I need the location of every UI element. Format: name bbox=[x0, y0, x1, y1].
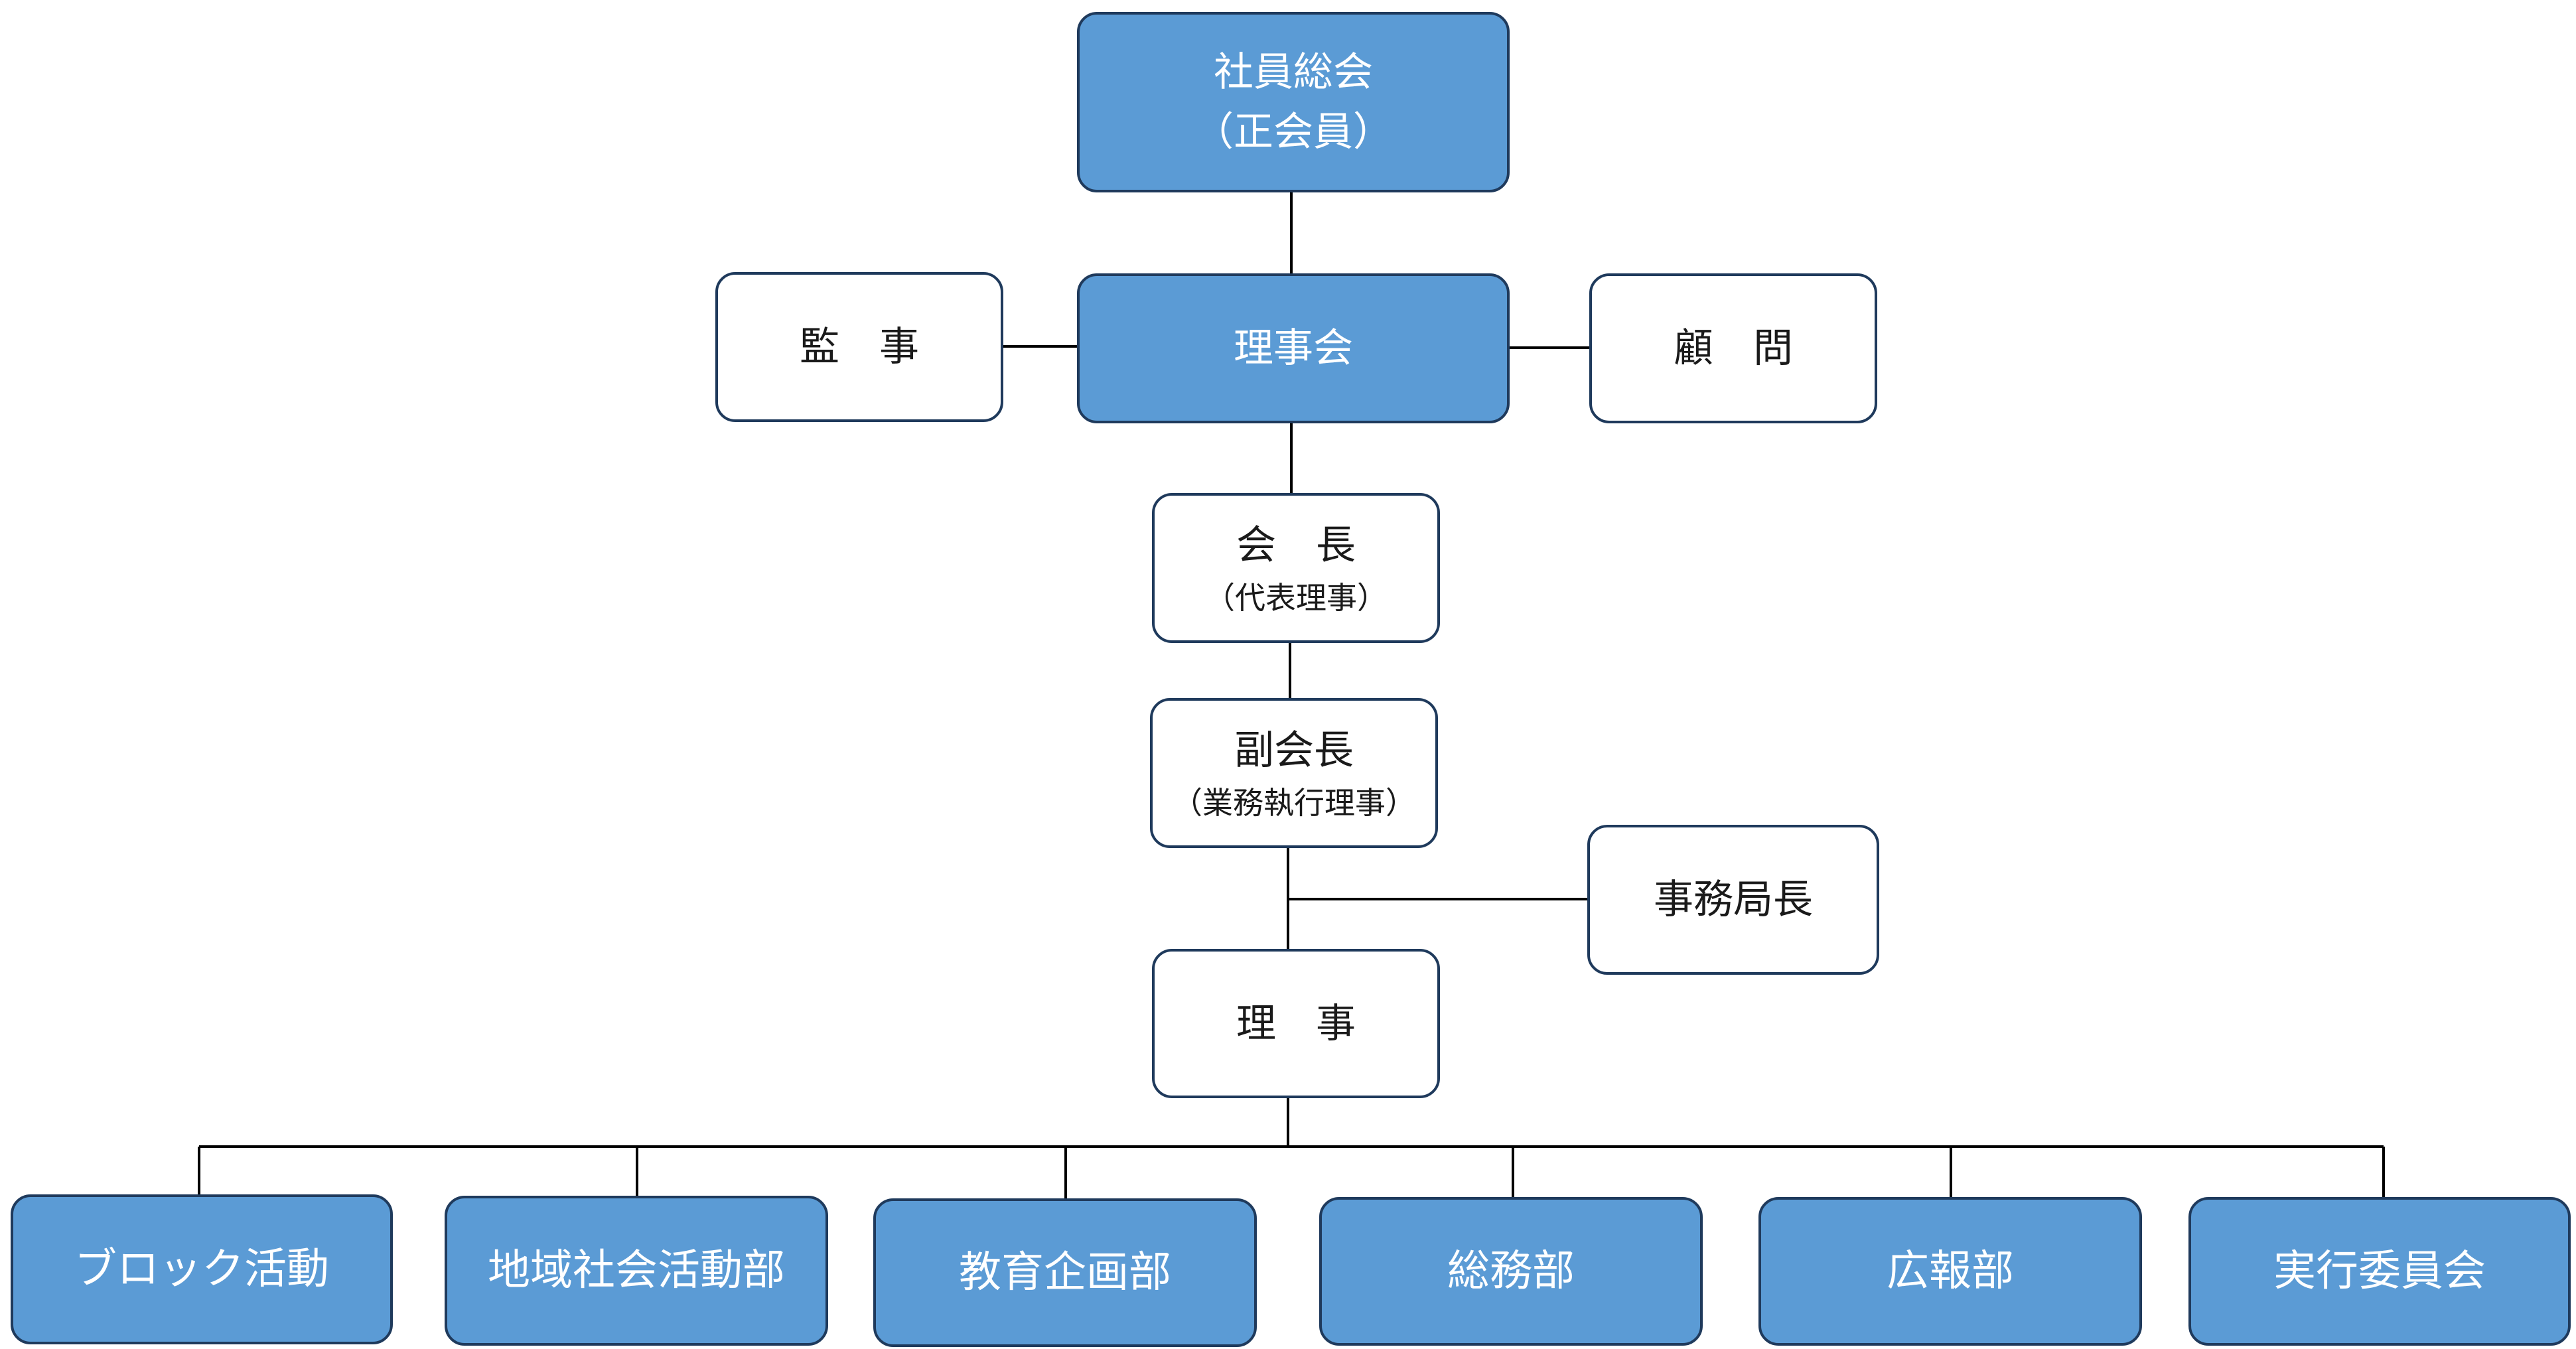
dept-label: 総務部 bbox=[1447, 1247, 1575, 1296]
general-meeting-title: 社員総会 bbox=[1214, 49, 1373, 96]
vice-president-subtitle: （業務執行理事） bbox=[1172, 784, 1416, 821]
dept-block-activities: ブロック活動 bbox=[11, 1194, 393, 1344]
president-title: 会 長 bbox=[1236, 522, 1356, 569]
dept-label: 教育企画部 bbox=[959, 1248, 1171, 1297]
general-meeting-box: 社員総会 （正会員） bbox=[1077, 12, 1510, 192]
general-meeting-subtitle: （正会員） bbox=[1194, 109, 1393, 155]
president-subtitle: （代表理事） bbox=[1204, 579, 1388, 616]
president-box: 会 長 （代表理事） bbox=[1152, 493, 1440, 643]
dept-label: ブロック活動 bbox=[74, 1245, 329, 1294]
directors-box: 理 事 bbox=[1152, 949, 1440, 1098]
vice-president-title: 副会長 bbox=[1234, 727, 1354, 774]
advisor-box: 顧 問 bbox=[1589, 273, 1877, 423]
auditor-label: 監 事 bbox=[800, 324, 919, 370]
vice-president-box: 副会長 （業務執行理事） bbox=[1150, 698, 1438, 848]
secretary-general-label: 事務局長 bbox=[1654, 877, 1813, 923]
secretary-general-box: 事務局長 bbox=[1587, 825, 1879, 975]
dept-community-activities: 地域社会活動部 bbox=[445, 1196, 828, 1346]
board-label: 理事会 bbox=[1234, 325, 1353, 372]
auditor-box: 監 事 bbox=[715, 272, 1003, 422]
dept-public-relations: 広報部 bbox=[1758, 1197, 2142, 1346]
dept-label: 実行委員会 bbox=[2273, 1247, 2486, 1296]
dept-label: 地域社会活動部 bbox=[488, 1246, 785, 1295]
dept-general-affairs: 総務部 bbox=[1319, 1197, 1703, 1346]
dept-label: 広報部 bbox=[1887, 1247, 2014, 1296]
dept-education-planning: 教育企画部 bbox=[873, 1198, 1257, 1347]
directors-label: 理 事 bbox=[1236, 1000, 1356, 1047]
advisor-label: 顧 問 bbox=[1674, 325, 1793, 372]
board-box: 理事会 bbox=[1077, 273, 1510, 423]
dept-executive-committee: 実行委員会 bbox=[2188, 1197, 2571, 1346]
